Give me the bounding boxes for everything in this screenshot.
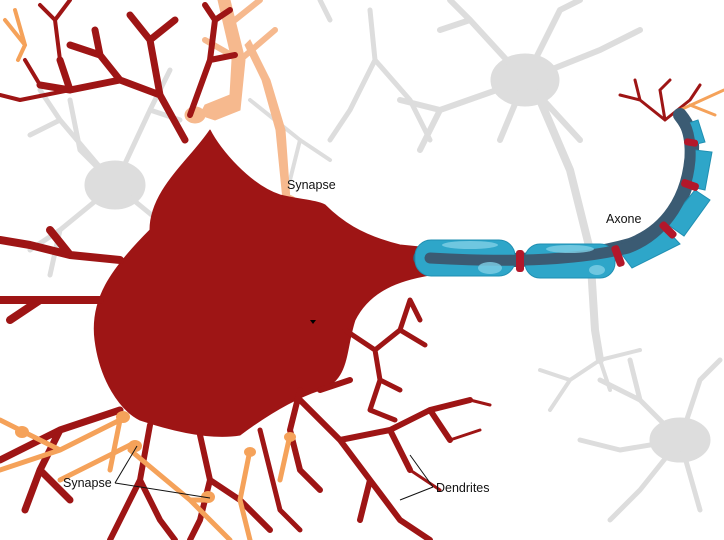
label-dendrites: Dendrites bbox=[436, 481, 490, 495]
label-axone: Axone bbox=[606, 212, 641, 226]
label-synapse-bottom: Synapse bbox=[63, 476, 112, 490]
label-synapse-top: Synapse bbox=[287, 178, 336, 192]
